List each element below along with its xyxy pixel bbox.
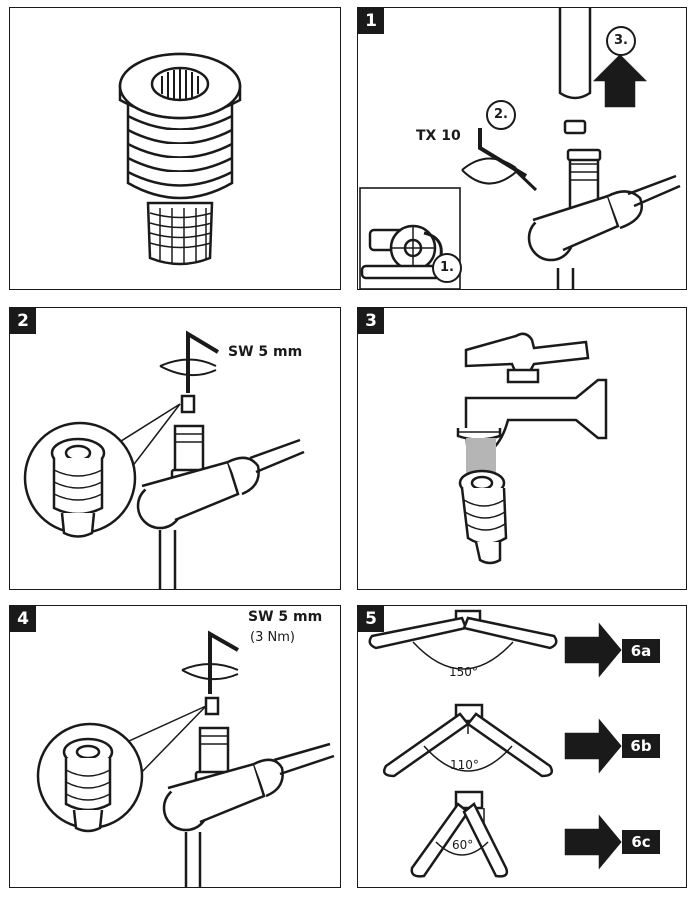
torque-label: (3 Nm) <box>250 630 295 645</box>
goto-step-6c-tag: 6c <box>622 830 660 854</box>
step-number-badge: 2 <box>10 308 36 334</box>
substep-3-label: 3. <box>606 26 636 56</box>
angle-label-60: 60° <box>452 838 474 852</box>
step-2-illustration <box>23 330 305 589</box>
step-number-badge: 5 <box>358 606 384 632</box>
panel-step-4: 4 SW 5 mm (3 Nm) <box>9 605 341 888</box>
tool-label: TX 10 <box>416 128 461 144</box>
goto-step-6b-tag: 6b <box>622 734 660 758</box>
panel-step-3: 3 <box>357 307 687 590</box>
step-number-badge: 1 <box>358 8 384 34</box>
panel-step-5: 5 150° 110° 60° 6a 6b 6c <box>357 605 687 888</box>
panel-step-1: 1 <box>357 7 687 290</box>
step-number-badge: 3 <box>358 308 384 334</box>
aerator-illustration <box>118 52 242 266</box>
step-4-illustration <box>36 630 335 887</box>
substep-1-label: 1. <box>432 253 462 283</box>
substep-2-label: 2. <box>486 100 516 130</box>
panel-aerator-part <box>9 7 341 290</box>
step-5-illustration <box>368 609 622 878</box>
step-number-badge: 4 <box>10 606 36 632</box>
step-1-illustration <box>359 8 681 289</box>
angle-label-110: 110° <box>450 758 479 772</box>
tool-label: SW 5 mm <box>248 609 323 625</box>
panel-step-2: 2 SW 5 mm <box>9 307 341 590</box>
step-3-illustration <box>456 332 608 565</box>
tool-label: SW 5 mm <box>228 344 303 360</box>
angle-label-150: 150° <box>449 665 478 679</box>
goto-step-6a-tag: 6a <box>622 639 660 663</box>
